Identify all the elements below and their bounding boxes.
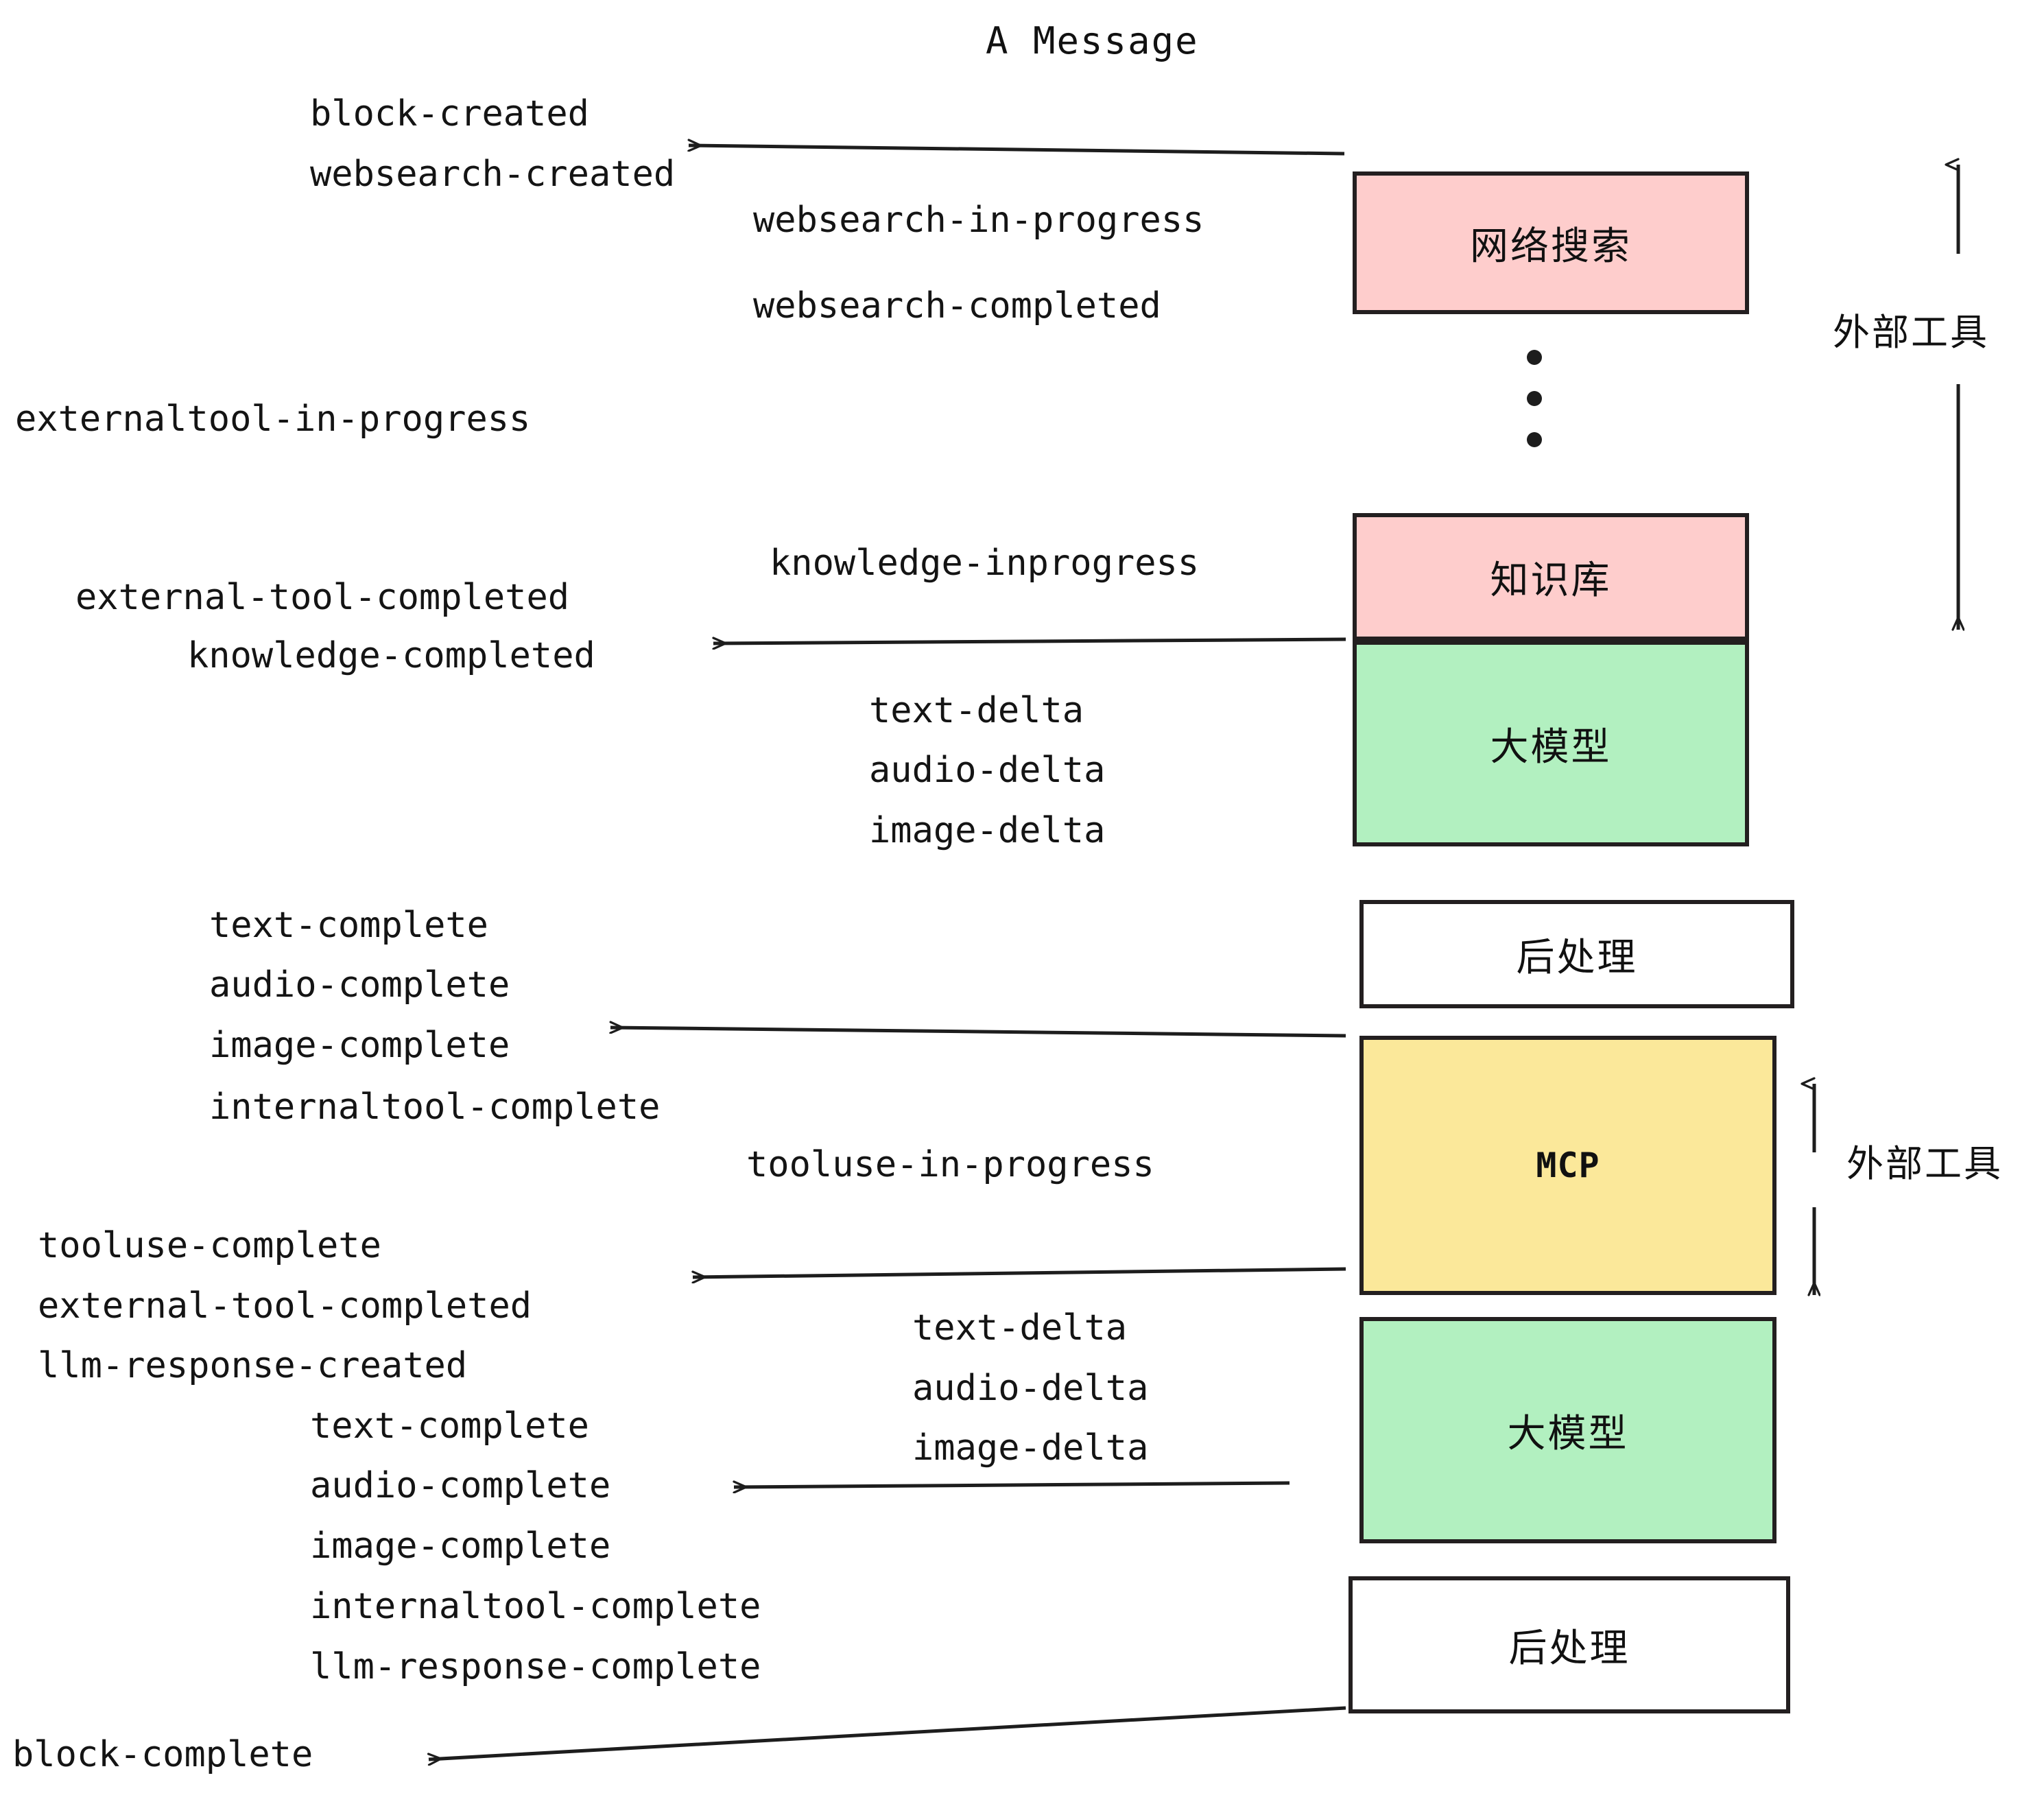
dot-3 [1527, 432, 1542, 447]
event-block-created: block-created [310, 93, 589, 134]
box-postprocess-1-label: 后处理 [1516, 935, 1638, 980]
box-llm-1[interactable]: 大模型 [1353, 641, 1749, 846]
event-block-complete: block-complete [12, 1734, 313, 1775]
box-postprocess-2[interactable]: 后处理 [1348, 1576, 1790, 1713]
box-postprocess-1[interactable]: 后处理 [1359, 900, 1794, 1008]
box-knowledgebase[interactable]: 知识库 [1353, 513, 1749, 641]
event-tooluse-complete: tooluse-complete [38, 1225, 381, 1266]
box-mcp-label: MCP [1536, 1146, 1600, 1185]
event-tooluse-in-progress: tooluse-in-progress [746, 1144, 1154, 1185]
event-image-complete-1: image-complete [209, 1025, 510, 1066]
event-internaltool-complete-2: internaltool-complete [310, 1586, 761, 1627]
event-audio-delta-1: audio-delta [869, 750, 1106, 791]
dot-2 [1527, 391, 1542, 406]
event-websearch-completed: websearch-completed [753, 285, 1161, 327]
event-text-complete-1: text-complete [209, 905, 488, 946]
vertical-ellipsis-dots [1527, 350, 1542, 447]
event-knowledge-completed: knowledge-completed [187, 635, 595, 676]
box-websearch-label: 网络搜索 [1470, 224, 1632, 269]
event-text-delta-1: text-delta [869, 690, 1084, 731]
event-llm-response-created: llm-response-created [38, 1345, 468, 1386]
label-external-tools-top: 外部工具 [1833, 311, 1989, 354]
event-audio-complete-1: audio-complete [209, 964, 510, 1006]
event-image-complete-2: image-complete [310, 1526, 611, 1567]
event-image-delta-2: image-delta [912, 1427, 1149, 1469]
event-audio-delta-2: audio-delta [912, 1368, 1149, 1409]
event-external-tool-completed-1: external-tool-completed [75, 577, 570, 618]
event-text-complete-2: text-complete [310, 1405, 589, 1447]
event-websearch-created: websearch-created [310, 154, 676, 195]
dot-1 [1527, 350, 1542, 365]
event-external-tool-completed-2: external-tool-completed [38, 1285, 532, 1327]
event-audio-complete-2: audio-complete [310, 1465, 611, 1506]
box-websearch[interactable]: 网络搜索 [1353, 171, 1749, 314]
event-internaltool-complete-1: internaltool-complete [209, 1087, 661, 1128]
label-external-tools-bottom: 外部工具 [1846, 1142, 2003, 1185]
arrow-websearch-to-blockcreated [689, 145, 1345, 156]
page-title: A Message [986, 19, 1199, 62]
event-externaltool-in-progress: externaltool-in-progress [15, 399, 531, 440]
arrow-mcp-to-toolusecomplete [693, 1267, 1346, 1277]
box-llm-2-label: 大模型 [1507, 1411, 1629, 1456]
event-knowledge-inprogress: knowledge-inprogress [770, 543, 1200, 584]
arrow-postprocess1-to-imagecomplete [610, 1028, 1346, 1038]
box-postprocess-2-label: 后处理 [1508, 1626, 1630, 1671]
box-llm-2[interactable]: 大模型 [1359, 1317, 1776, 1543]
event-llm-response-complete: llm-response-complete [310, 1646, 761, 1687]
arrow-knowledge-to-completed [713, 639, 1346, 643]
event-websearch-in-progress: websearch-in-progress [753, 200, 1204, 241]
arrow-llm2-to-audiocomplete [734, 1483, 1290, 1487]
event-text-delta-2: text-delta [912, 1307, 1128, 1349]
event-image-delta-1: image-delta [869, 810, 1106, 851]
box-llm-1-label: 大模型 [1490, 724, 1612, 770]
box-mcp[interactable]: MCP [1359, 1036, 1776, 1295]
box-knowledgebase-label: 知识库 [1490, 558, 1612, 603]
arrow-postprocess2-to-blockcomplete [429, 1706, 1346, 1759]
